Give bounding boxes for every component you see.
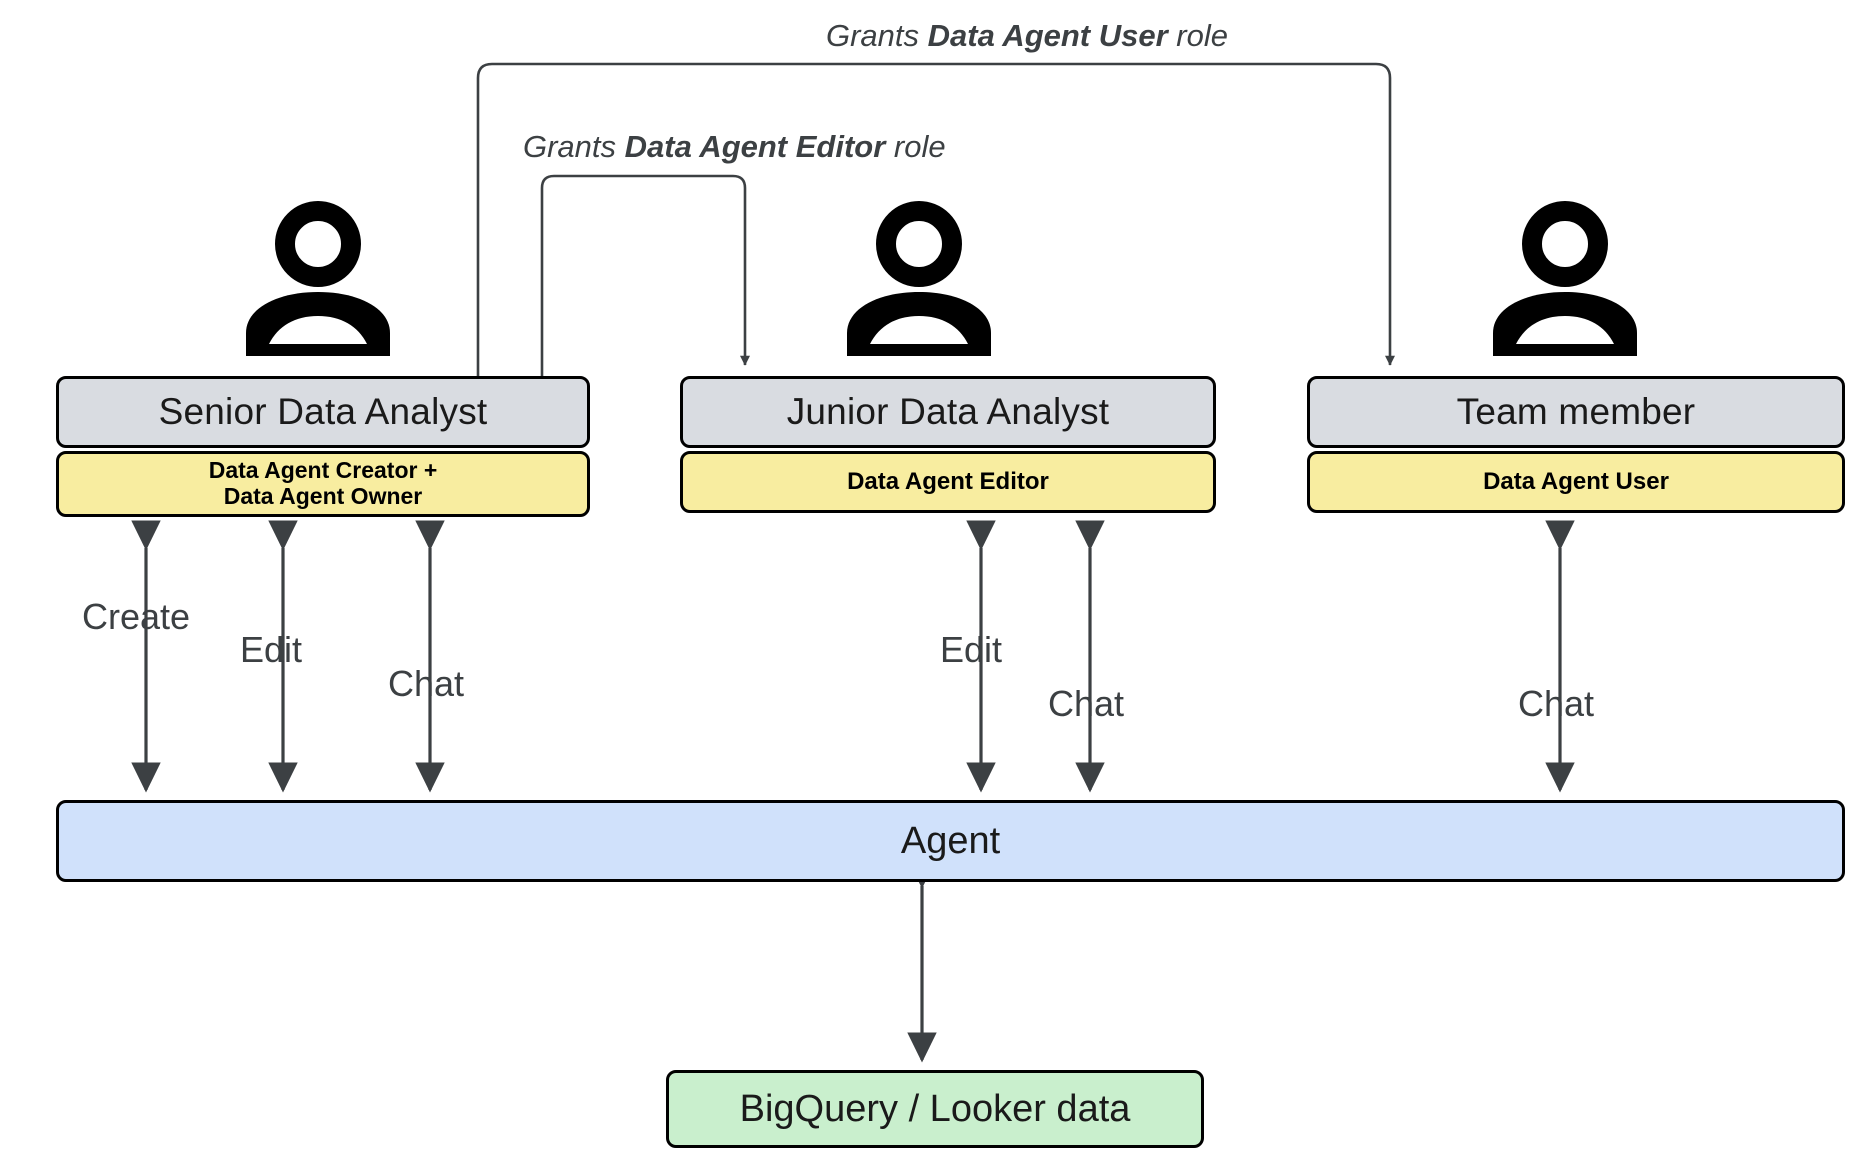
flow-label-senior-chat: Chat: [388, 663, 465, 704]
person-icon-team-member: [1485, 196, 1645, 358]
persona-card-junior-data-analyst[interactable]: Junior Data Analyst Data Agent Editor: [680, 376, 1216, 513]
person-icon: [847, 201, 991, 358]
flow-label-junior-chat: Chat: [1048, 683, 1125, 724]
role-line-2: Data Agent Owner: [223, 483, 423, 509]
persona-title-junior-data-analyst: Junior Data Analyst: [680, 376, 1216, 448]
grant-user-role: Data Agent User: [927, 18, 1168, 53]
person-icon-junior-data-analyst: [839, 196, 999, 358]
persona-card-team-member[interactable]: Team member Data Agent User: [1307, 376, 1845, 513]
flow-label-senior-edit: Edit: [240, 629, 303, 670]
grant-label-user: Grants Data Agent User role: [826, 18, 1228, 54]
data-source-box[interactable]: BigQuery / Looker data: [666, 1070, 1204, 1148]
flow-label-senior-create: Create: [82, 596, 191, 637]
grant-user-suffix: role: [1167, 18, 1228, 53]
persona-title-senior-data-analyst: Senior Data Analyst: [56, 376, 590, 448]
persona-role-junior-data-analyst: Data Agent Editor: [680, 451, 1216, 513]
persona-card-senior-data-analyst[interactable]: Senior Data Analyst Data Agent Creator +…: [56, 376, 590, 517]
person-icon: [246, 201, 390, 358]
grant-label-editor: Grants Data Agent Editor role: [523, 129, 946, 165]
persona-role-senior-data-analyst: Data Agent Creator + Data Agent Owner: [56, 451, 590, 517]
grant-editor-suffix: role: [885, 129, 946, 164]
connector-grant-editor: [540, 174, 750, 378]
agent-box[interactable]: Agent: [56, 800, 1845, 882]
grant-user-prefix: Grants: [826, 18, 928, 53]
persona-role-team-member: Data Agent User: [1307, 451, 1845, 513]
persona-title-team-member: Team member: [1307, 376, 1845, 448]
flow-label-junior-edit: Edit: [940, 629, 1003, 670]
grant-editor-prefix: Grants: [523, 129, 625, 164]
person-icon: [1493, 201, 1637, 358]
person-icon-senior-data-analyst: [238, 196, 398, 358]
role-line-1: Data Agent Creator +: [208, 457, 438, 484]
grant-editor-role: Data Agent Editor: [624, 129, 886, 164]
flow-label-team-chat: Chat: [1518, 683, 1595, 724]
